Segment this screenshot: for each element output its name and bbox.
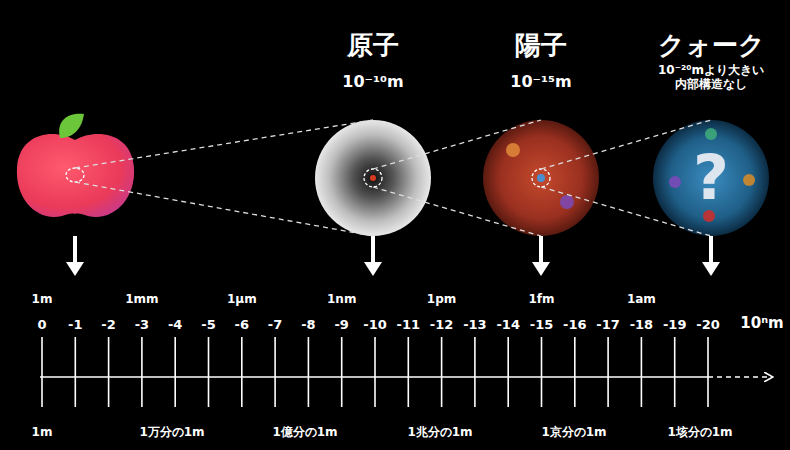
exponent-label: -13 (463, 317, 487, 332)
exponent-label: -5 (201, 317, 215, 332)
exponent-label: -11 (397, 317, 421, 332)
heading: クォーク (658, 30, 765, 60)
exponent-label: -4 (168, 317, 182, 332)
unit-label: 1µm (227, 292, 257, 306)
scale-tick (607, 337, 609, 407)
scale-tick (441, 337, 443, 407)
japanese-scale-label: 1京分の1m (541, 424, 606, 441)
scale-tick (274, 337, 276, 407)
apple-leaf (59, 114, 84, 138)
exponent-label: -14 (496, 317, 520, 332)
down-arrows (66, 236, 720, 276)
exponent-label: -9 (334, 317, 348, 332)
scale-circle: 原子10⁻¹⁰m (315, 120, 431, 236)
japanese-scale-label: 1万分の1m (139, 424, 204, 441)
scale-tick (208, 337, 210, 407)
scale-circle: クォーク10⁻²⁰mより大きい 内部構造なし? (653, 120, 769, 236)
scale-tick (141, 337, 143, 407)
scale-tick (707, 337, 709, 407)
exponent-label: -19 (663, 317, 687, 332)
scale-tick (407, 337, 409, 407)
japanese-scale-label: 1m (32, 425, 53, 439)
scale-tick (108, 337, 110, 407)
exponent-label: 0 (37, 317, 46, 332)
size-note: 10⁻²⁰mより大きい 内部構造なし (658, 63, 764, 91)
unit-label: 1m (32, 292, 53, 306)
unit-label: 1nm (327, 292, 356, 306)
exponent-label: -16 (563, 317, 587, 332)
exponent-label: -7 (268, 317, 282, 332)
exponent-label: -20 (696, 317, 720, 332)
scale-tick (41, 337, 43, 407)
unit-label: 1fm (528, 292, 554, 306)
exponent-label: -17 (596, 317, 620, 332)
scale-tick (241, 337, 243, 407)
heading: 原子 (347, 30, 399, 60)
scale-tick (308, 337, 310, 407)
circle-outline (315, 120, 431, 236)
size-label: 10⁻¹⁵m (510, 72, 571, 92)
scale-circle: 陽子10⁻¹⁵m (483, 120, 599, 236)
japanese-scale-label: 1垓分の1m (667, 424, 732, 441)
heading: 陽子 (515, 30, 567, 60)
exponent-label: -2 (101, 317, 115, 332)
scale-tick (574, 337, 576, 407)
scale-tick (507, 337, 509, 407)
exponent-label: -8 (301, 317, 315, 332)
unit-label: 1mm (125, 292, 158, 306)
unit-label: 1am (627, 292, 656, 306)
scale-tick (341, 337, 343, 407)
exponent-label: -6 (235, 317, 249, 332)
scale-tick (174, 337, 176, 407)
exponent-label: -18 (630, 317, 654, 332)
scale-tick (541, 337, 543, 407)
exponent-label: -1 (68, 317, 82, 332)
exponent-label: -12 (430, 317, 454, 332)
scale-tick (674, 337, 676, 407)
scale-axis (40, 337, 772, 407)
japanese-scale-label: 1兆分の1m (407, 424, 472, 441)
scale-tick (75, 337, 77, 407)
exponent-label: -15 (530, 317, 554, 332)
scale-tick (374, 337, 376, 407)
size-label: 10⁻¹⁰m (342, 72, 403, 92)
japanese-scale-label: 1億分の1m (272, 424, 337, 441)
exponent-label: -10 (363, 317, 387, 332)
scale-tick (474, 337, 476, 407)
scale-tick (641, 337, 643, 407)
axis-unit: 10ⁿm (740, 314, 783, 332)
circle-outline (483, 120, 599, 236)
exponent-label: -3 (135, 317, 149, 332)
unit-label: 1pm (427, 292, 456, 306)
question-mark: ? (693, 143, 729, 213)
apple (17, 134, 134, 217)
